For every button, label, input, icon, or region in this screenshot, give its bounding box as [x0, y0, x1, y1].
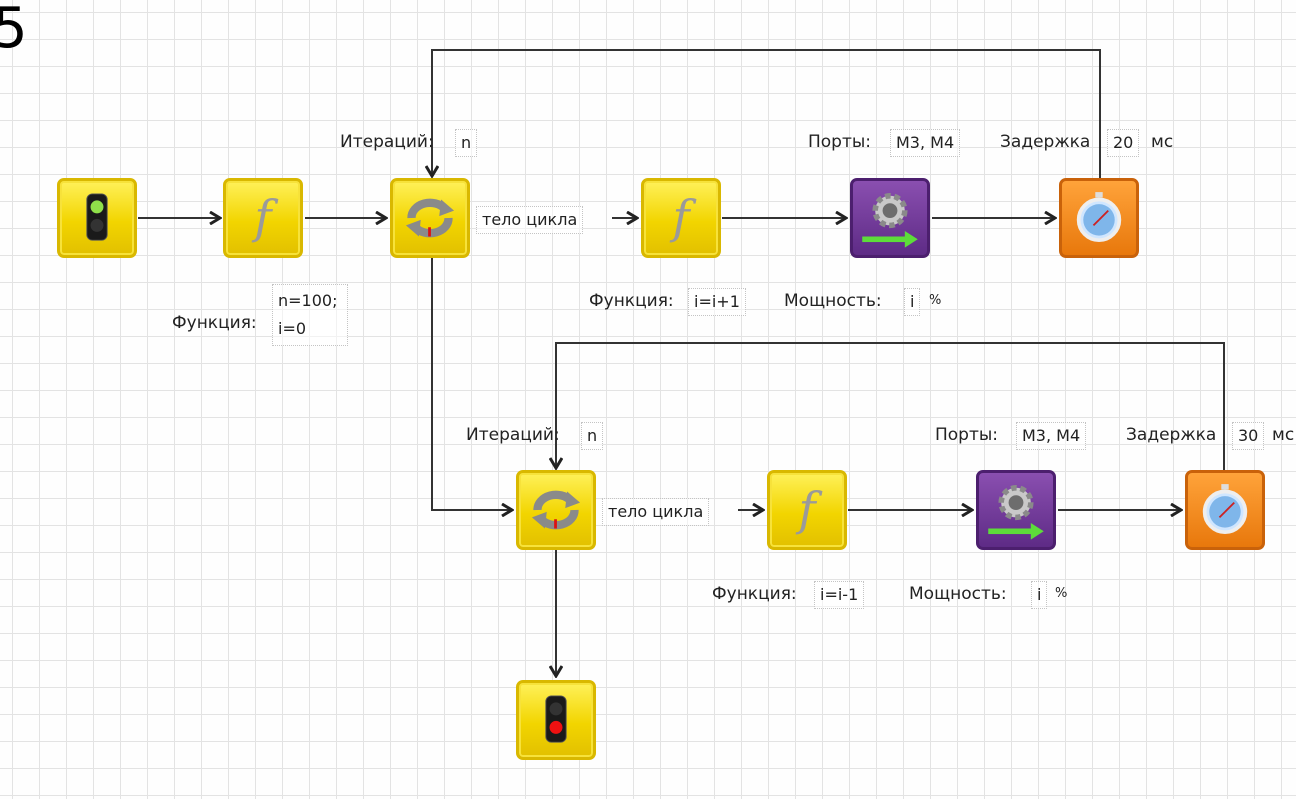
loop1-body-label: тело цикла [476, 206, 584, 234]
motor2-power-field[interactable]: i [1031, 581, 1048, 609]
svg-text:f: f [795, 482, 822, 536]
wire-loop1-return [432, 49, 1101, 178]
motor1-ports-label: Порты: [808, 132, 872, 152]
init-function-field[interactable]: n=100; i=0 [272, 284, 348, 346]
function-block-increment[interactable]: f [641, 178, 721, 258]
wire-loop1-exit [431, 258, 512, 510]
motor1-power-label: Мощность: [784, 291, 882, 311]
svg-text:f: f [669, 190, 696, 244]
inc-function-label: Функция: [589, 291, 674, 311]
function-f-icon: f [251, 190, 278, 244]
loop2-iterations-field[interactable]: n [581, 422, 604, 450]
motor2-ports-field[interactable]: M3, M4 [1016, 422, 1087, 450]
function-block-init[interactable]: f [223, 178, 303, 258]
init-function-line1: n=100; [278, 291, 338, 310]
init-function-label: Функция: [172, 313, 257, 333]
loop1-iterations-field[interactable]: n [455, 129, 478, 157]
delay2-field[interactable]: 30 [1232, 422, 1265, 450]
corner-mark: 5 [0, 0, 28, 61]
delay1-label: Задержка [1000, 132, 1091, 152]
loop-block-2[interactable] [516, 470, 596, 550]
motor2-ports-label: Порты: [935, 425, 999, 445]
wire-loop2-return [556, 342, 1225, 470]
stopwatch-icon [1076, 192, 1122, 243]
stopwatch-icon [1202, 484, 1248, 535]
motor1-ports-field[interactable]: M3, M4 [890, 129, 961, 157]
delay-block-2[interactable] [1185, 470, 1265, 550]
start-block[interactable] [57, 178, 137, 258]
loop-arrows-icon [405, 198, 455, 238]
loop2-iterations-label: Итераций: [466, 425, 560, 445]
motor-gear-icon [862, 193, 918, 248]
svg-text:f: f [251, 190, 278, 244]
loop1-iterations-label: Итераций: [340, 132, 434, 152]
motor1-power-unit: % [929, 293, 942, 308]
stop-block[interactable] [516, 680, 596, 760]
delay1-field[interactable]: 20 [1107, 129, 1140, 157]
motor-block-1[interactable] [850, 178, 930, 258]
motor2-power-label: Мощность: [909, 584, 1007, 604]
dec-function-field[interactable]: i=i-1 [814, 581, 865, 609]
loop-arrows-icon [531, 490, 581, 530]
function-block-decrement[interactable]: f [767, 470, 847, 550]
delay-block-1[interactable] [1059, 178, 1139, 258]
delay2-label: Задержка [1126, 425, 1217, 445]
loop2-body-label: тело цикла [602, 498, 710, 526]
motor2-power-unit: % [1055, 586, 1068, 601]
function-f-icon: f [795, 482, 822, 536]
inc-function-field[interactable]: i=i+1 [688, 288, 746, 316]
motor1-power-field[interactable]: i [904, 288, 921, 316]
dec-function-label: Функция: [712, 584, 797, 604]
function-f-icon: f [669, 190, 696, 244]
stop-traffic-light-icon [545, 695, 567, 743]
delay2-unit: мс [1272, 425, 1295, 445]
loop-block-1[interactable] [390, 178, 470, 258]
motor-block-2[interactable] [976, 470, 1056, 550]
start-traffic-light-icon [86, 193, 108, 241]
init-function-line2: i=0 [278, 319, 307, 338]
motor-gear-icon [988, 485, 1044, 540]
delay1-unit: мс [1151, 132, 1174, 152]
